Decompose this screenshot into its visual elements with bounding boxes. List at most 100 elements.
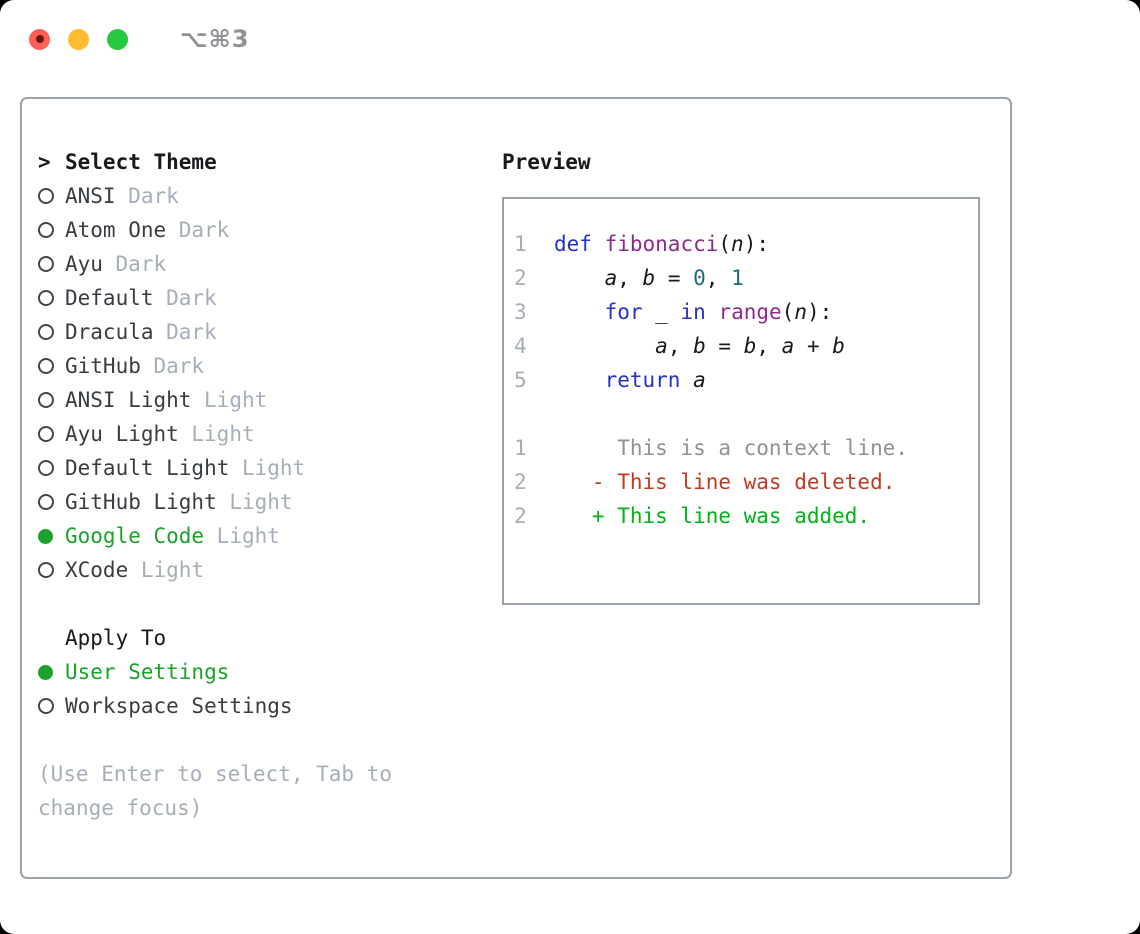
theme-item-label: GitHub Light	[65, 490, 217, 514]
diff-line-deleted: 2 - This line was deleted.	[514, 465, 978, 499]
apply-to-option[interactable]: User Settings	[38, 655, 484, 689]
code-line: 4 a, b = b, a + b	[514, 329, 978, 363]
code-token: ,	[617, 266, 643, 290]
prompt-caret: >	[38, 150, 51, 174]
theme-item-label: GitHub	[65, 354, 141, 378]
code-token	[554, 300, 605, 324]
theme-item[interactable]: Dracula Dark	[38, 315, 484, 349]
radio-unselected-icon	[38, 324, 65, 340]
circle-icon	[38, 256, 54, 272]
circle-icon	[38, 460, 54, 476]
preview-title: Preview	[502, 150, 591, 174]
code-token	[680, 368, 693, 392]
apply-to-header: Apply To	[38, 621, 484, 655]
diff-block: 1 This is a context line.2 - This line w…	[514, 431, 978, 533]
code-token: 1	[731, 266, 744, 290]
circle-icon	[38, 494, 54, 510]
zoom-button[interactable]	[107, 28, 128, 50]
code-token: +	[794, 334, 833, 358]
radio-unselected-icon	[38, 392, 65, 408]
theme-list-title: Select Theme	[65, 150, 217, 174]
theme-item[interactable]: GitHub Dark	[38, 349, 484, 383]
code-token: n	[794, 300, 807, 324]
code-token: a	[604, 266, 618, 290]
minimize-button[interactable]	[68, 28, 89, 50]
theme-item-variant: Light	[229, 490, 293, 514]
theme-item-label: Ayu Light	[65, 422, 179, 446]
code-token	[592, 232, 605, 256]
apply-to-option-label: Workspace Settings	[65, 694, 293, 718]
circle-icon	[38, 426, 54, 442]
code-token	[706, 300, 719, 324]
code-token: (	[781, 300, 795, 324]
line-number: 2	[514, 504, 527, 528]
code-line: 5 return a	[514, 363, 978, 397]
theme-item-variant: Light	[204, 388, 268, 412]
code-token	[554, 334, 655, 358]
theme-item[interactable]: GitHub Light Light	[38, 485, 484, 519]
code-token: in	[680, 300, 706, 324]
apply-to-option-label: User Settings	[65, 660, 230, 684]
radio-selected-icon	[38, 664, 65, 680]
circle-icon	[38, 392, 54, 408]
theme-item-label: Dracula	[65, 320, 154, 344]
code-token	[668, 300, 681, 324]
radio-unselected-icon	[38, 188, 65, 204]
theme-item-variant: Dark	[153, 354, 205, 378]
theme-item-variant: Dark	[166, 320, 217, 344]
code-token: return	[604, 368, 681, 392]
code-token	[643, 300, 656, 324]
code-token: range	[718, 300, 782, 324]
theme-item-label: ANSI Light	[65, 388, 192, 412]
theme-item-variant: Dark	[178, 218, 230, 242]
diff-text: - This line was deleted.	[554, 470, 896, 494]
theme-item-label: Ayu	[65, 252, 103, 276]
code-token: ,	[705, 266, 732, 290]
close-dot-icon	[35, 35, 44, 43]
code-token: for	[604, 300, 643, 324]
close-button[interactable]	[29, 28, 50, 50]
code-token: b	[693, 334, 706, 358]
line-number: 5	[514, 368, 527, 392]
theme-item[interactable]: ANSI Light Light	[38, 383, 484, 417]
theme-item-variant: Light	[140, 558, 205, 582]
code-token: b	[832, 334, 845, 358]
theme-item-variant: Dark	[166, 286, 217, 310]
theme-item[interactable]: XCode Light	[38, 553, 484, 587]
title-bar: ⌥⌘3	[0, 0, 1140, 53]
code-token: _	[655, 300, 668, 324]
code-token: def	[554, 232, 592, 256]
theme-item-variant: Light	[241, 456, 306, 480]
radio-unselected-icon	[38, 494, 65, 510]
code-token: a	[781, 334, 795, 358]
code-token: fibonacci	[604, 232, 719, 256]
theme-item-label: XCode	[65, 558, 129, 582]
radio-unselected-icon	[38, 562, 65, 578]
code-token: (	[718, 232, 732, 256]
code-token	[554, 368, 605, 392]
spacer	[38, 587, 484, 621]
line-number: 4	[514, 334, 527, 358]
radio-unselected-icon	[38, 460, 65, 476]
line-number: 1	[514, 232, 527, 256]
code-token: a	[693, 368, 706, 392]
apply-to-option[interactable]: Workspace Settings	[38, 689, 484, 723]
circle-icon	[38, 290, 54, 306]
code-token: b	[743, 334, 757, 358]
code-token	[554, 266, 605, 290]
diff-line-context: 1 This is a context line.	[514, 431, 978, 465]
code-token: b	[642, 266, 656, 290]
